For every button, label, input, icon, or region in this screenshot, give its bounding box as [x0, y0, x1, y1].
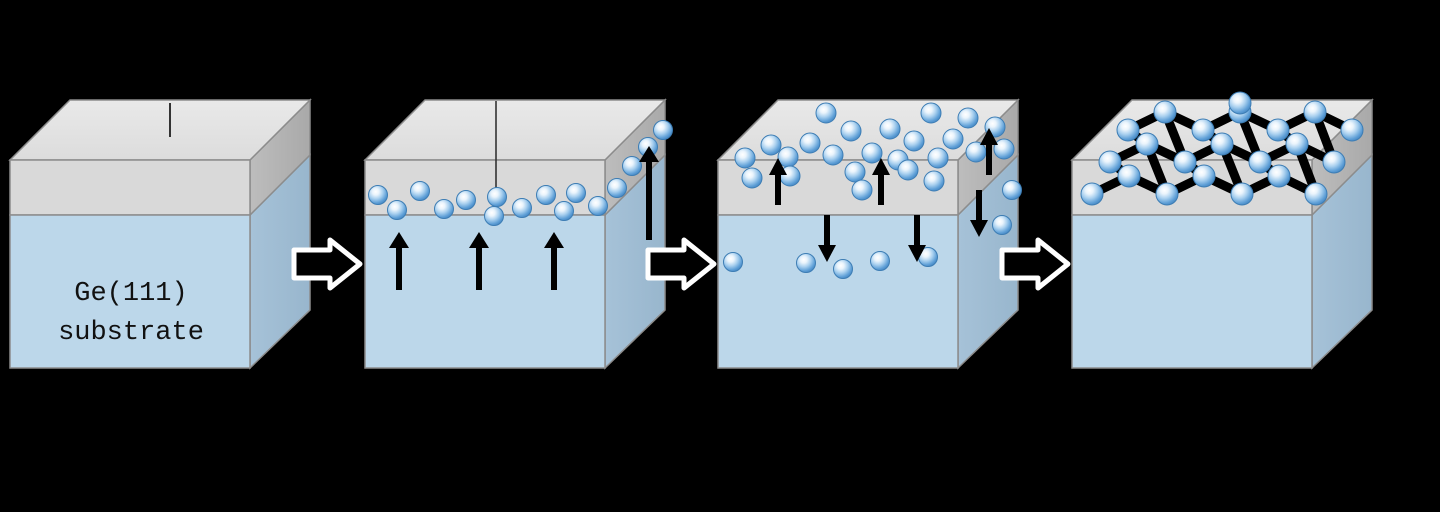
step-arrow-2-to-3-glyph	[645, 237, 717, 291]
process-arrow-2	[645, 237, 717, 291]
panel-3-segregation-to-surface	[716, 98, 1022, 370]
panel-2-front-substrate	[364, 214, 606, 369]
panel-4-lattice-atoms	[1080, 91, 1364, 206]
panel-1-top-face	[8, 99, 312, 161]
panel-4-lattice-bonds	[1087, 107, 1357, 199]
panel-3-surface-atoms	[734, 102, 1015, 201]
step-arrow-3-to-4-glyph	[999, 237, 1071, 291]
panel-3-front-substrate	[717, 214, 959, 369]
panel-3-front-overlayer	[717, 159, 959, 216]
panel-1-front-substrate	[9, 214, 251, 369]
panel-4-top-face	[1070, 99, 1374, 161]
panel-3-flux-arrows-up	[769, 128, 998, 205]
panel-4-honeycomb-monolayer	[1070, 91, 1374, 370]
panel-2-flux-arrows-up	[389, 146, 659, 290]
panel-1-side-substrate	[249, 153, 311, 370]
process-arrow-1	[291, 237, 363, 291]
panel-1-side-overlayer	[249, 98, 311, 217]
panel-4-side-substrate	[1311, 153, 1373, 370]
panel-1-bare-substrate: Ge(111) substrate	[8, 98, 312, 370]
panel-4-front-substrate	[1071, 214, 1313, 369]
process-arrow-3	[999, 237, 1071, 291]
panel-1-label-line-2: substrate	[58, 318, 204, 348]
step-arrow-1-to-2-glyph	[291, 237, 363, 291]
panel-2-intercalation-start	[363, 98, 673, 370]
panel-3-side-overlayer	[957, 98, 1019, 217]
panel-2-side-overlayer	[604, 98, 666, 217]
panel-2-side-substrate	[604, 153, 666, 370]
panel-2-interface-atoms	[368, 120, 673, 226]
panel-3-substrate-atoms	[723, 180, 1022, 279]
panel-3-top-face	[716, 99, 1020, 161]
panel-4-front-overlayer	[1071, 159, 1313, 216]
panel-2-top-face	[363, 99, 667, 161]
panel-3-side-substrate	[957, 153, 1019, 370]
panel-2-front-overlayer	[364, 159, 606, 216]
panel-1-front-overlayer	[9, 159, 251, 216]
panel-4-side-overlayer	[1311, 98, 1373, 217]
panel-1-label-line-1: Ge(111)	[74, 279, 187, 309]
panel-3-flux-arrows-down	[818, 190, 988, 262]
